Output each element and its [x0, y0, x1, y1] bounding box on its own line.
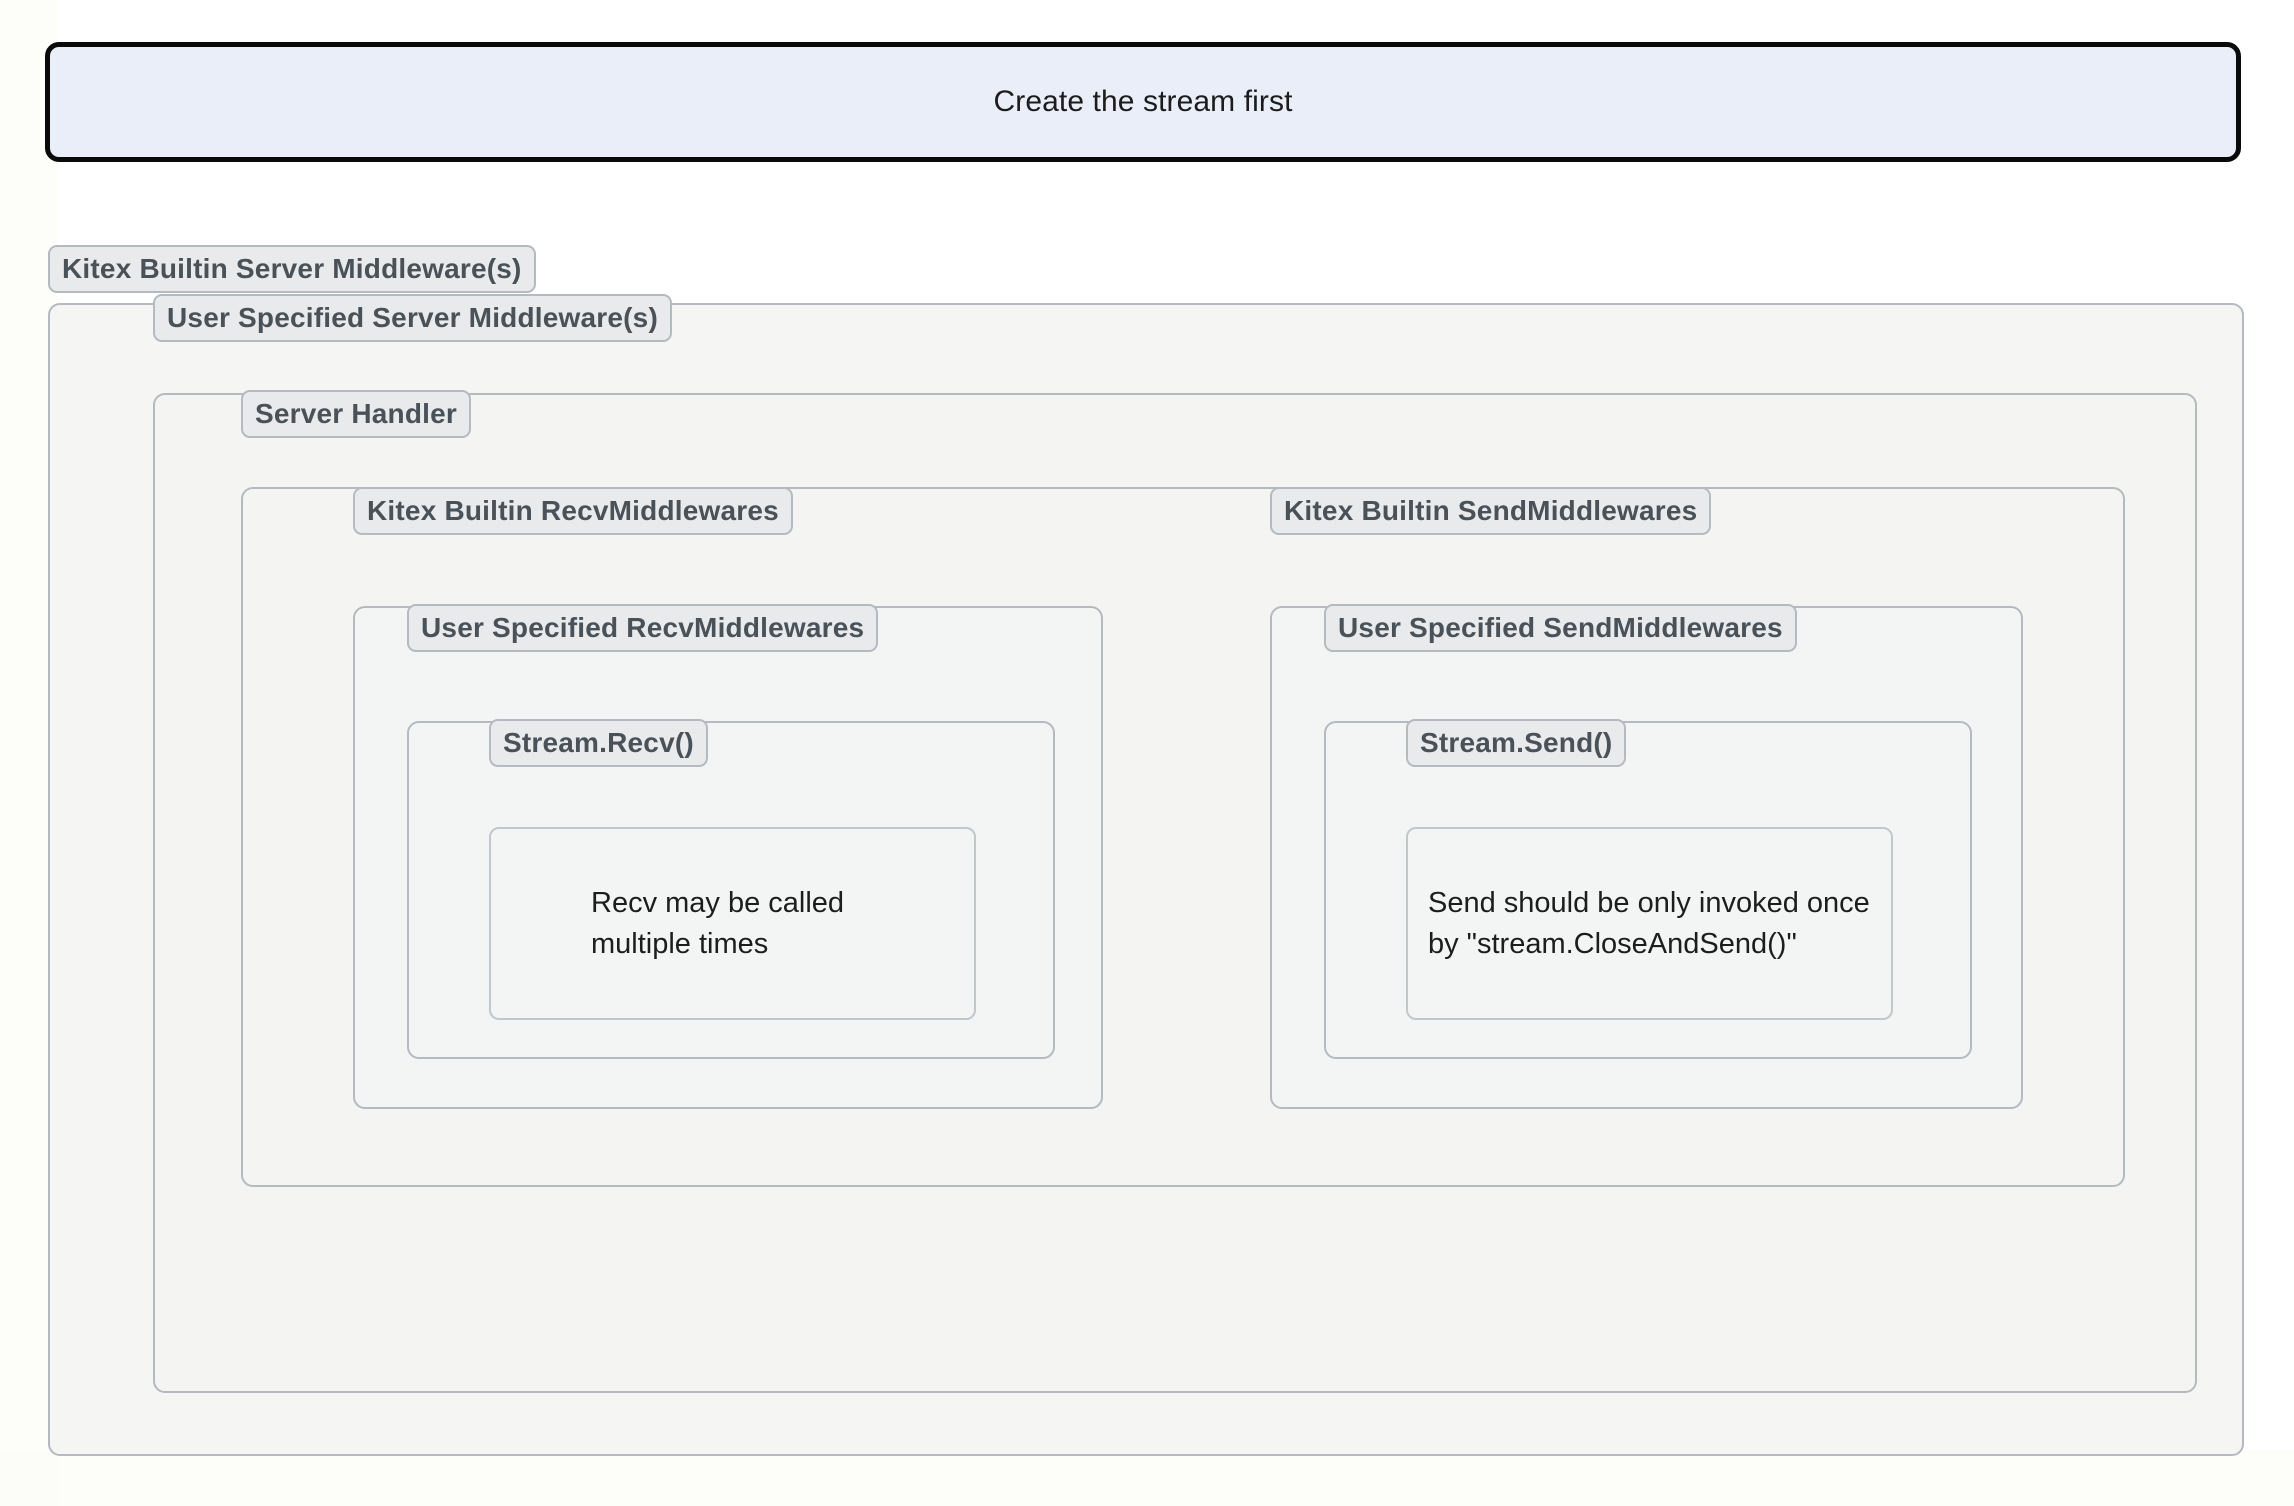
group-label-server-handler: Server Handler — [241, 390, 472, 438]
create-stream-note-text: Create the stream first — [993, 85, 1293, 118]
group-kitex-builtin-server-middlewares: User Specified Server Middleware(s) Serv… — [48, 294, 2244, 1456]
group-label-user-specified-recv-middlewares: User Specified RecvMiddlewares — [407, 604, 879, 652]
group-user-specified-send-middlewares: Stream.Send() Send should be only invoke… — [1324, 719, 1972, 1059]
note-text-recv: Recv may be called multiple times — [591, 887, 845, 960]
group-label-stream-send: Stream.Send() — [1406, 719, 1627, 767]
note-box-send: Send should be only invoked once by "str… — [1406, 827, 1893, 1020]
group-label-kitex-builtin-recv-middlewares: Kitex Builtin RecvMiddlewares — [353, 487, 793, 535]
group-label-user-specified-send-middlewares: User Specified SendMiddlewares — [1324, 604, 1797, 652]
group-label-kitex-builtin-server-middlewares: Kitex Builtin Server Middleware(s) — [48, 245, 536, 293]
group-label-kitex-builtin-send-middlewares: Kitex Builtin SendMiddlewares — [1270, 487, 1712, 535]
create-stream-note-box: Create the stream first — [45, 42, 2241, 162]
group-kitex-builtin-send-middlewares: User Specified SendMiddlewares Stream.Se… — [1270, 604, 2023, 1109]
group-kitex-builtin-recv-middlewares: User Specified RecvMiddlewares Stream.Re… — [353, 604, 1103, 1109]
group-user-specified-recv-middlewares: Stream.Recv() Recv may be called multipl… — [407, 719, 1055, 1059]
group-label-stream-recv: Stream.Recv() — [489, 719, 708, 767]
note-box-recv: Recv may be called multiple times — [489, 827, 976, 1020]
note-text-send: Send should be only invoked once by "str… — [1428, 887, 1870, 960]
group-user-specified-server-middlewares: Server Handler Kitex Builtin RecvMiddlew… — [153, 390, 2197, 1393]
group-label-user-specified-server-middlewares: User Specified Server Middleware(s) — [153, 294, 672, 342]
group-server-handler: Kitex Builtin RecvMiddlewares User Speci… — [241, 487, 2125, 1187]
